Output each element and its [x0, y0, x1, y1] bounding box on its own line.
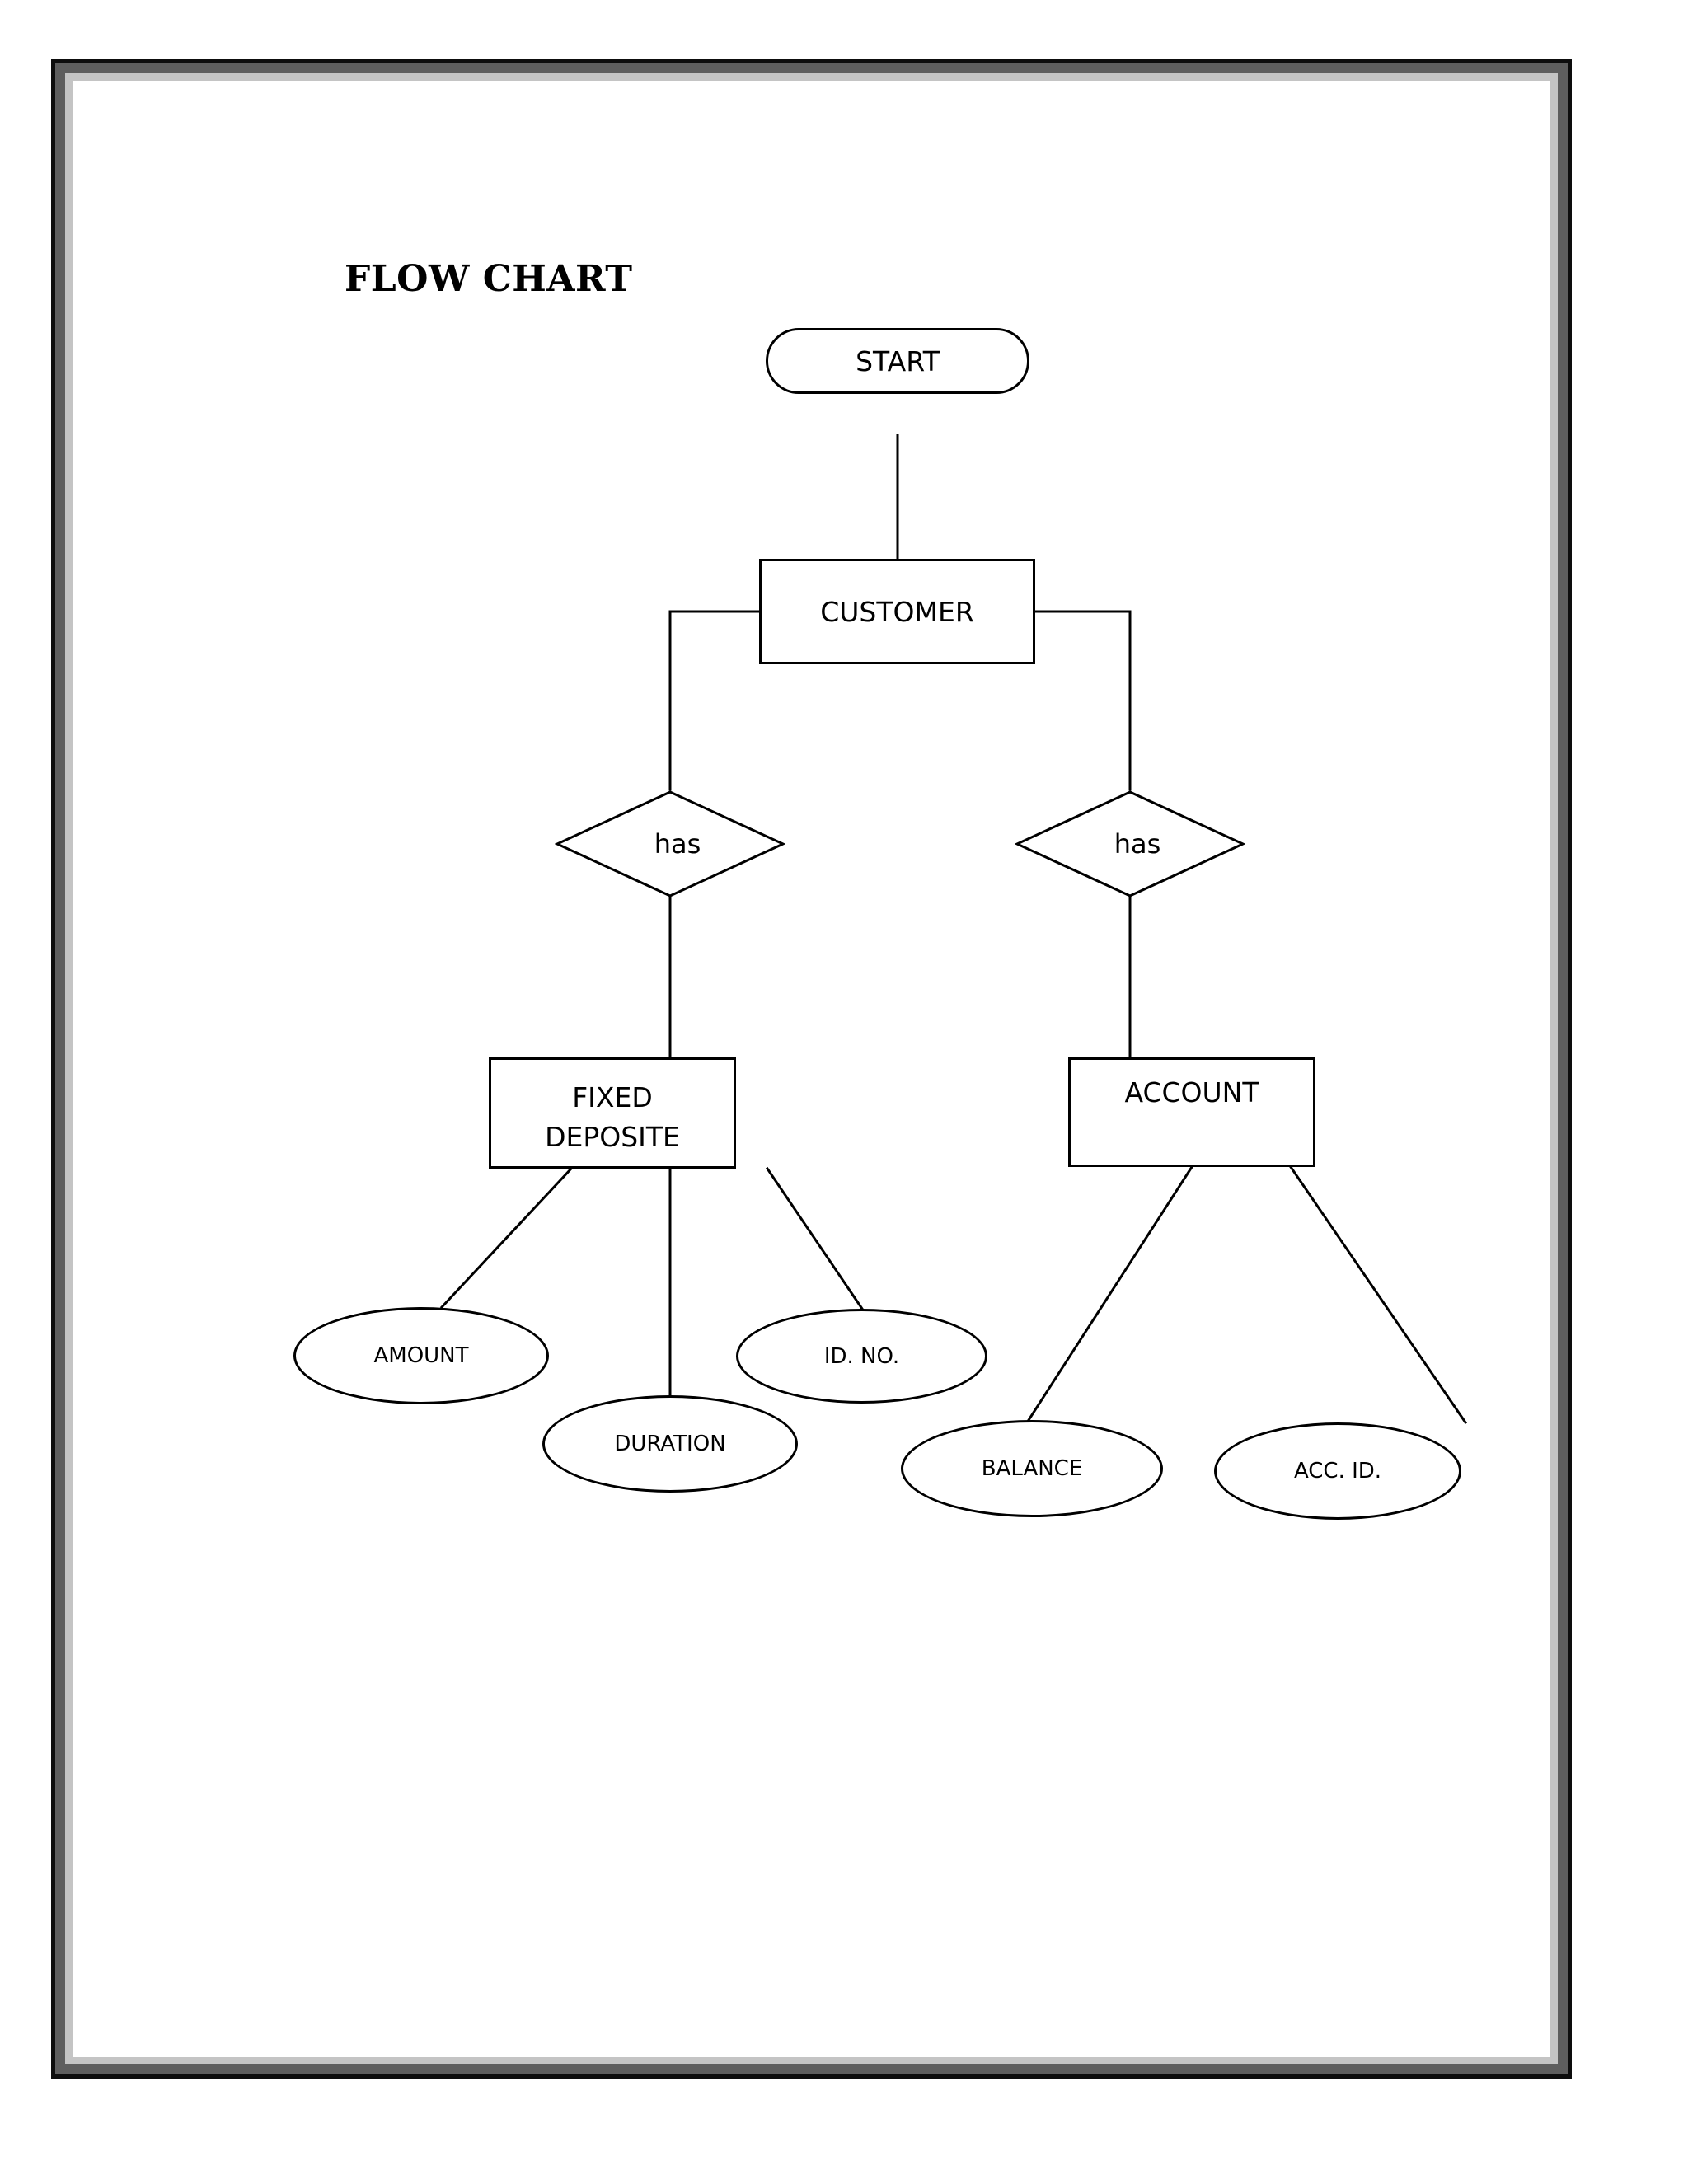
frame-border-inner: FLOW CHART — [65, 73, 1558, 2064]
node-balance[interactable]: BALANCE — [901, 1420, 1163, 1517]
node-has-left[interactable]: has — [555, 790, 785, 898]
node-duration[interactable]: DURATION — [542, 1395, 798, 1493]
node-balance-label: BALANCE — [981, 1456, 1083, 1481]
node-duration-label: DURATION — [614, 1432, 726, 1456]
node-fixed-deposite-label-line2: DEPOSITE — [545, 1120, 680, 1153]
node-start[interactable]: START — [766, 328, 1029, 394]
node-customer[interactable]: CUSTOMER — [759, 559, 1035, 664]
node-amount-label: AMOUNT — [373, 1343, 469, 1368]
node-start-label: START — [856, 344, 940, 377]
node-acc-id[interactable]: ACC. ID. — [1214, 1422, 1461, 1520]
frame-border-band — [55, 63, 1568, 2074]
node-id-no[interactable]: ID. NO. — [736, 1309, 987, 1404]
node-id-no-label: ID. NO. — [823, 1343, 900, 1369]
node-account[interactable]: ACCOUNT — [1068, 1057, 1315, 1167]
diagram-canvas: FLOW CHART — [73, 81, 1550, 2057]
node-amount[interactable]: AMOUNT — [293, 1307, 549, 1404]
page-title: FLOW CHART — [345, 258, 633, 300]
diamond-shape-icon — [555, 790, 785, 898]
node-has-right-label: has — [1114, 828, 1161, 860]
page-frame: FLOW CHART — [51, 59, 1572, 2079]
edge-fixeddeposite-idno — [765, 1166, 865, 1311]
edge-customer-has-left — [668, 610, 761, 791]
edge-account-accid — [1288, 1165, 1468, 1425]
node-account-label: ACCOUNT — [1124, 1076, 1259, 1108]
node-has-left-label: has — [654, 828, 701, 860]
diamond-shape-icon — [1015, 790, 1245, 898]
edge-account-balance — [1026, 1165, 1194, 1422]
node-customer-label: CUSTOMER — [820, 595, 974, 628]
node-acc-id-label: ACC. ID. — [1293, 1459, 1382, 1483]
node-fixed-deposite[interactable]: FIXED DEPOSITE — [489, 1057, 736, 1169]
edge-customer-has-right — [1034, 610, 1132, 791]
edge-fixeddeposite-amount — [439, 1166, 574, 1310]
node-has-right[interactable]: has — [1015, 790, 1245, 898]
node-fixed-deposite-label-line1: FIXED — [572, 1081, 653, 1113]
